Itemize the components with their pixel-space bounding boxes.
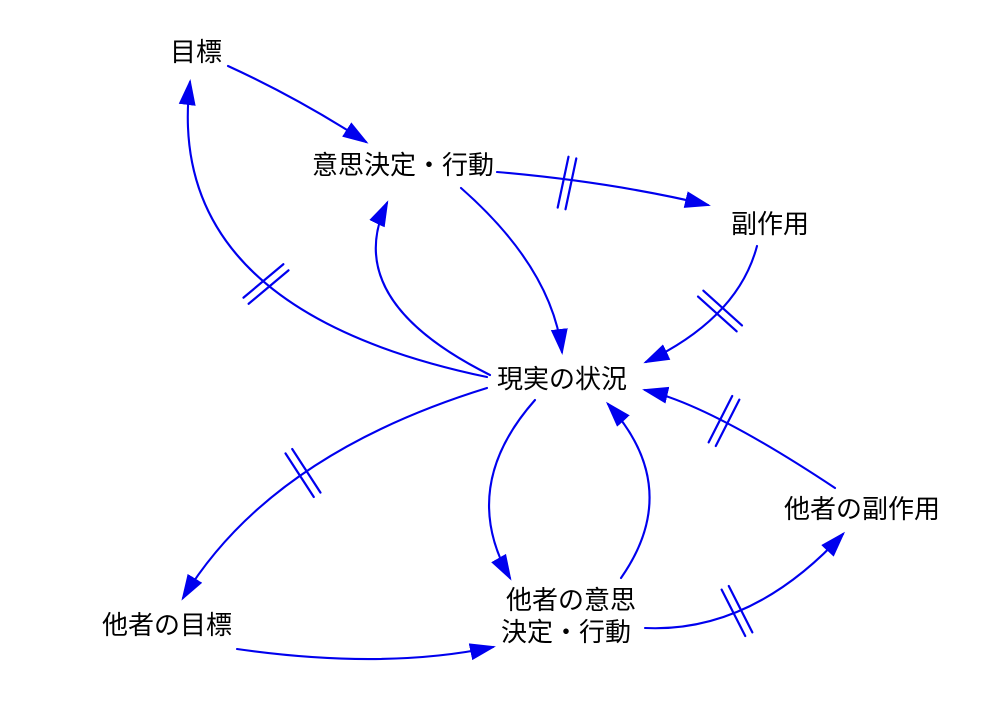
node-label-decision: 意思決定・行動 [312,151,494,181]
edge-side-effect-to-reality [643,244,759,364]
edge-reality-to-others-goal [181,386,489,601]
delay-mark-line [707,394,734,444]
delay-mark-icon [696,289,744,333]
delay-mark-line [556,155,570,209]
delay-mark-line [714,398,741,448]
delay-mark-line [564,157,578,211]
delay-mark-icon [284,447,322,499]
delay-mark-line [284,452,315,499]
delay-mark-icon [556,155,578,211]
node-label-others_side_effect: 他者の副作用 [784,495,940,525]
node-label-others_goal: 他者の目標 [102,611,232,641]
node-label-others_decision-line1: 他者の意思 [506,586,636,616]
edge-others-goal-to-others-decision [235,643,496,661]
delay-mark-icon [720,584,754,638]
edge-reality-to-others-decision [487,398,537,581]
delay-mark-icon [707,394,741,448]
edge-reality-to-decision [369,200,492,377]
delay-mark-line [696,295,738,333]
delay-mark-line [242,263,285,299]
delay-mark-line [702,289,744,327]
edge-decision-to-side-effect [495,170,711,208]
node-label-goal: 目標 [170,38,222,68]
node-label-others_decision-line2: 決定・行動 [501,618,631,648]
delay-mark-line [720,588,747,638]
edge-decision-to-reality [459,186,568,355]
delay-mark-icon [242,263,290,305]
delay-mark-line [291,447,322,494]
edge-others-decision-to-others-side-effect [643,531,846,630]
delay-mark-line [247,269,290,305]
edge-goal-to-decision [226,64,369,144]
node-label-reality: 現実の状況 [497,365,627,395]
edge-others-side-effect-to-reality [642,386,837,490]
edge-others-decision-to-reality [605,401,651,580]
edge-reality-to-goal [178,79,489,379]
delay-mark-line [727,584,754,634]
node-label-side_effect: 副作用 [731,210,809,240]
